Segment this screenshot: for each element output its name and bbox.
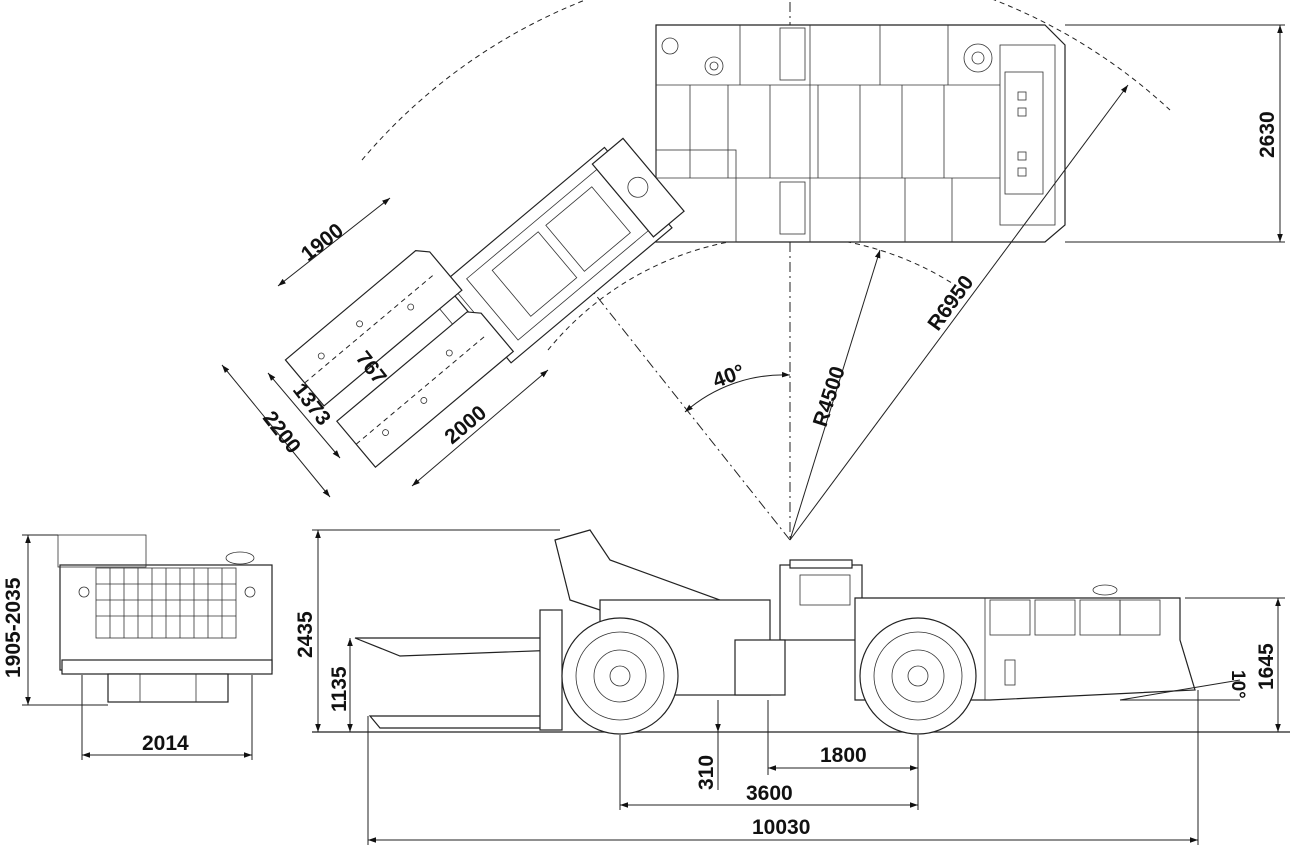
- dim-departure-angle: 10°: [1227, 670, 1248, 699]
- dim-rear-height: 1645: [1255, 643, 1278, 690]
- dim-inner-radius: R4500: [809, 364, 850, 430]
- front-view: 1905-2035 2014: [2, 534, 273, 760]
- dim-height-range: 1905-2035: [2, 577, 25, 678]
- dim-fork-length: 1900: [297, 219, 348, 266]
- angle-line: [559, 249, 791, 541]
- dim-ground-clearance: 310: [695, 755, 718, 790]
- dim-rear-overhang: 1800: [820, 744, 867, 767]
- top-view: 1900 767 1373 2200 2000 40° R4500 R6950 …: [221, 0, 1285, 541]
- dim-fork-2000: 2000: [440, 401, 491, 449]
- rear-wheel: [859, 617, 977, 735]
- dim-total-length: 10030: [752, 816, 810, 839]
- dim-front-width: 2014: [142, 732, 189, 755]
- dim-angle: 40°: [710, 360, 748, 392]
- side-view: 2435 1135 310 1800 3600 10030 1645 10°: [294, 529, 1290, 845]
- dim-fork-2200: 2200: [258, 407, 305, 458]
- dim-outer-radius: R6950: [923, 271, 978, 335]
- rear-body-top: [655, 24, 1066, 243]
- dim-wheelbase: 3600: [746, 782, 793, 805]
- outer-turning-arc: [361, 0, 1171, 161]
- dim-body-width: 2630: [1256, 111, 1279, 158]
- dim-max-height: 2435: [294, 611, 317, 658]
- dim-fork-height: 1135: [328, 666, 351, 712]
- front-wheel: [561, 617, 679, 735]
